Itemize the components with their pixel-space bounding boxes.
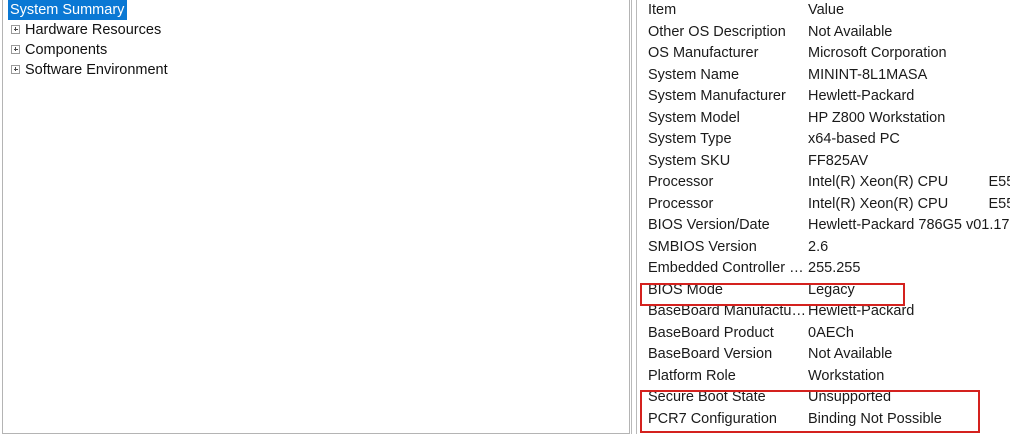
- details-row-item: System Manufacturer: [648, 88, 786, 104]
- details-row-item: Secure Boot State: [648, 389, 766, 405]
- details-row-item: Processor: [648, 195, 714, 212]
- details-row[interactable]: Secure Boot State Unsupported: [638, 387, 1010, 409]
- details-row-item: System Name: [648, 66, 740, 83]
- panel-splitter[interactable]: [630, 0, 639, 434]
- details-row[interactable]: System Type x64-based PC: [638, 129, 1010, 151]
- details-row-value: Hewlett-Packard: [808, 88, 915, 104]
- details-row-item: Embedded Controller V...: [648, 260, 808, 276]
- details-row-item: BaseBoard Manufacturer: [648, 303, 808, 319]
- details-row-value: 255.255: [808, 260, 861, 276]
- column-header-value[interactable]: Value: [808, 2, 845, 18]
- details-row-item: BIOS Version/Date: [648, 217, 770, 233]
- details-row-item: System Model: [648, 109, 740, 126]
- tree-item-components-label: Components: [25, 42, 108, 59]
- details-row[interactable]: BIOS Mode Legacy: [638, 280, 1010, 302]
- details-row[interactable]: Other OS Description Not Available: [638, 22, 1010, 44]
- details-row-value: Hewlett-Packard: [808, 303, 915, 319]
- splitter-line-right: [636, 0, 637, 434]
- details-row-value: Intel(R) Xeon(R) CPU E5506: [808, 195, 1010, 212]
- details-row-value: 2.6: [808, 238, 829, 255]
- details-row-value: HP Z800 Workstation: [808, 109, 946, 126]
- details-row-value: Not Available: [808, 346, 893, 362]
- details-row-value: Unsupported: [808, 389, 892, 405]
- navigation-tree-panel[interactable]: System Summary Hardware Resources Compon…: [2, 0, 630, 434]
- details-row-value: 0AECh: [808, 324, 854, 341]
- details-row-item: BaseBoard Version: [648, 346, 773, 362]
- details-row-item: PCR7 Configuration: [648, 410, 777, 427]
- details-row[interactable]: OS Manufacturer Microsoft Corporation: [638, 43, 1010, 65]
- details-row[interactable]: System Manufacturer Hewlett-Packard: [638, 86, 1010, 108]
- tree-item-hardware-resources-label: Hardware Resources: [25, 22, 162, 39]
- column-header-item[interactable]: Item: [648, 2, 677, 18]
- details-row-value: Hewlett-Packard 786G5 v01.17, 8/: [808, 217, 1010, 233]
- details-row[interactable]: BIOS Version/Date Hewlett-Packard 786G5 v…: [638, 215, 1010, 237]
- details-row-value: Legacy: [808, 281, 855, 298]
- details-row-value: Microsoft Corporation: [808, 45, 947, 61]
- details-row-value: Not Available: [808, 23, 893, 40]
- details-row-value: x64-based PC: [808, 131, 900, 147]
- details-header-row: Item Value: [638, 0, 1010, 22]
- tree-item-components[interactable]: Components: [3, 40, 629, 60]
- details-row[interactable]: Platform Role Workstation: [638, 366, 1010, 388]
- details-row-item: Other OS Description: [648, 23, 786, 40]
- details-row[interactable]: SMBIOS Version 2.6: [638, 237, 1010, 259]
- tree-item-system-summary-label: System Summary: [8, 0, 128, 20]
- tree-item-hardware-resources[interactable]: Hardware Resources: [3, 20, 629, 40]
- details-row-item: SMBIOS Version: [648, 238, 757, 255]
- details-row-item: OS Manufacturer: [648, 45, 759, 61]
- tree-item-software-environment-label: Software Environment: [25, 62, 168, 79]
- details-row-value: Binding Not Possible: [808, 410, 942, 427]
- details-row[interactable]: System SKU FF825AV: [638, 151, 1010, 173]
- details-row[interactable]: Processor Intel(R) Xeon(R) CPU E5506: [638, 194, 1010, 216]
- plus-box-icon[interactable]: [11, 24, 20, 34]
- details-row[interactable]: BaseBoard Version Not Available: [638, 344, 1010, 366]
- details-row-item: System SKU: [648, 152, 731, 169]
- plus-box-icon[interactable]: [11, 44, 20, 54]
- details-row-item: System Type: [648, 131, 732, 147]
- details-row-value: Workstation: [808, 367, 885, 384]
- plus-box-icon[interactable]: [11, 64, 20, 74]
- details-row-value: Intel(R) Xeon(R) CPU E5506: [808, 174, 1010, 190]
- details-row-item: BaseBoard Product: [648, 324, 774, 341]
- details-row[interactable]: PCR7 Configuration Binding Not Possible: [638, 409, 1010, 431]
- details-row[interactable]: System Name MININT-8L1MASA: [638, 65, 1010, 87]
- splitter-line-left: [631, 0, 632, 434]
- tree-item-software-environment[interactable]: Software Environment: [3, 60, 629, 80]
- details-row[interactable]: System Model HP Z800 Workstation: [638, 108, 1010, 130]
- details-row[interactable]: Processor Intel(R) Xeon(R) CPU E5506: [638, 172, 1010, 194]
- details-row[interactable]: Embedded Controller V...255.255: [638, 258, 1010, 280]
- details-row-value: FF825AV: [808, 152, 869, 169]
- details-row[interactable]: BaseBoard Product 0AECh: [638, 323, 1010, 345]
- details-row-item: BIOS Mode: [648, 281, 723, 298]
- tree-item-system-summary[interactable]: System Summary: [3, 0, 629, 20]
- details-row-item: Processor: [648, 174, 714, 190]
- details-row-value: MININT-8L1MASA: [808, 66, 928, 83]
- details-row-item: Platform Role: [648, 367, 736, 384]
